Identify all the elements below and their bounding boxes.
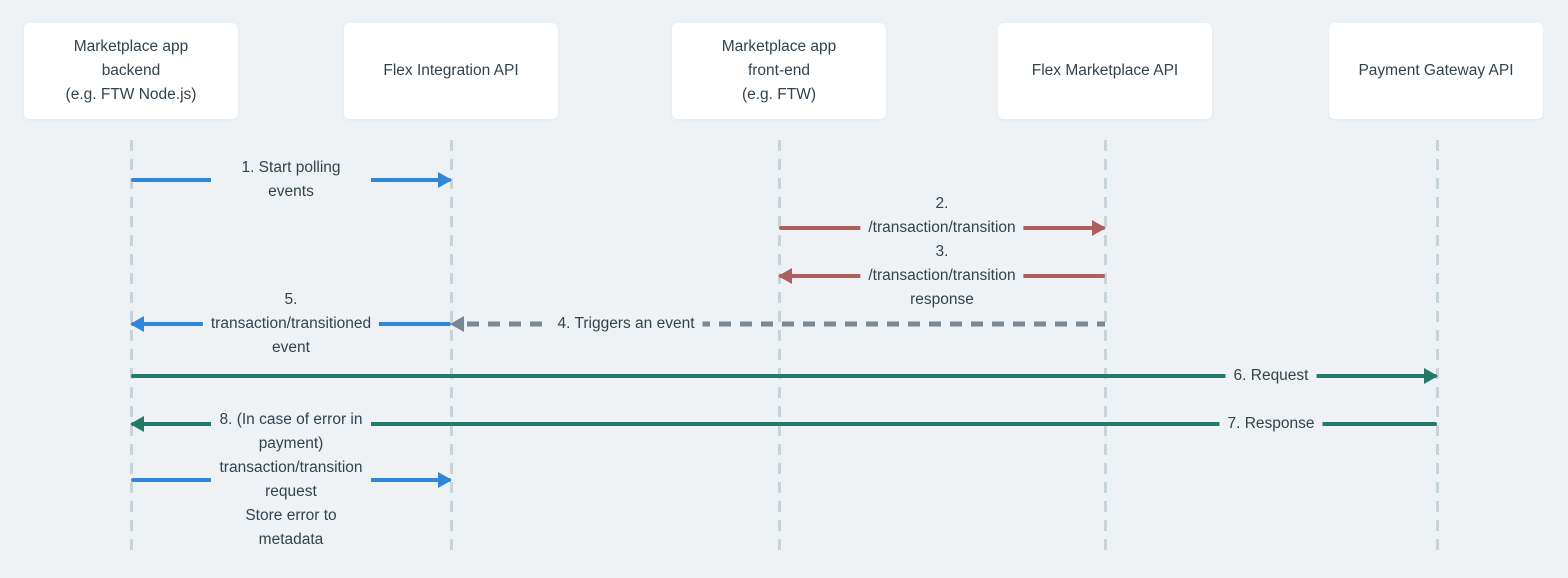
arrow-line-dashed — [467, 321, 1105, 327]
participant-marketplace-frontend: Marketplace app front-end (e.g. FTW) — [672, 23, 886, 119]
participant-flex-marketplace-api: Flex Marketplace API — [998, 23, 1212, 119]
participant-marketplace-backend: Marketplace app backend (e.g. FTW Node.j… — [24, 23, 238, 119]
arrowhead-left-icon — [450, 316, 464, 332]
lifeline-marketplace-backend — [130, 140, 133, 550]
message-label: 8. (In case of error in payment) transac… — [211, 408, 371, 552]
arrowhead-left-icon — [778, 268, 792, 284]
message-label: 6. Request — [1225, 364, 1317, 388]
lifeline-payment-gateway-api — [1436, 140, 1439, 550]
message-5-transitioned-event: 5. transaction/transitioned event — [130, 288, 451, 360]
message-label: 3. /transaction/transition response — [860, 240, 1024, 312]
message-7-response: 7. Response — [130, 412, 1437, 436]
message-label: 7. Response — [1219, 412, 1323, 436]
message-1-start-polling-events: 1. Start polling events — [131, 156, 452, 204]
message-label: 1. Start polling events — [211, 156, 371, 204]
arrowhead-left-icon — [130, 316, 144, 332]
lifeline-flex-marketplace-api — [1104, 140, 1107, 550]
message-8-error-transition-request: 8. (In case of error in payment) transac… — [131, 408, 452, 552]
participant-flex-integration-api: Flex Integration API — [344, 23, 558, 119]
arrowhead-right-icon — [1424, 368, 1438, 384]
lifeline-flex-integration-api — [450, 140, 453, 550]
arrow-line — [131, 422, 1437, 426]
arrowhead-right-icon — [438, 472, 452, 488]
participant-payment-gateway-api: Payment Gateway API — [1329, 23, 1543, 119]
arrowhead-right-icon — [1092, 220, 1106, 236]
message-label: 4. Triggers an event — [549, 312, 703, 336]
message-6-request: 6. Request — [131, 364, 1438, 388]
arrow-line — [131, 374, 1437, 378]
arrowhead-right-icon — [438, 172, 452, 188]
arrowhead-left-icon — [130, 416, 144, 432]
message-3-transition-response: 3. /transaction/transition response — [778, 240, 1105, 312]
message-4-triggers-event: 4. Triggers an event — [450, 312, 1105, 336]
message-2-transition-request: 2. /transaction/transition request — [779, 192, 1106, 264]
lifeline-marketplace-frontend — [778, 140, 781, 550]
message-label: 5. transaction/transitioned event — [202, 288, 380, 360]
